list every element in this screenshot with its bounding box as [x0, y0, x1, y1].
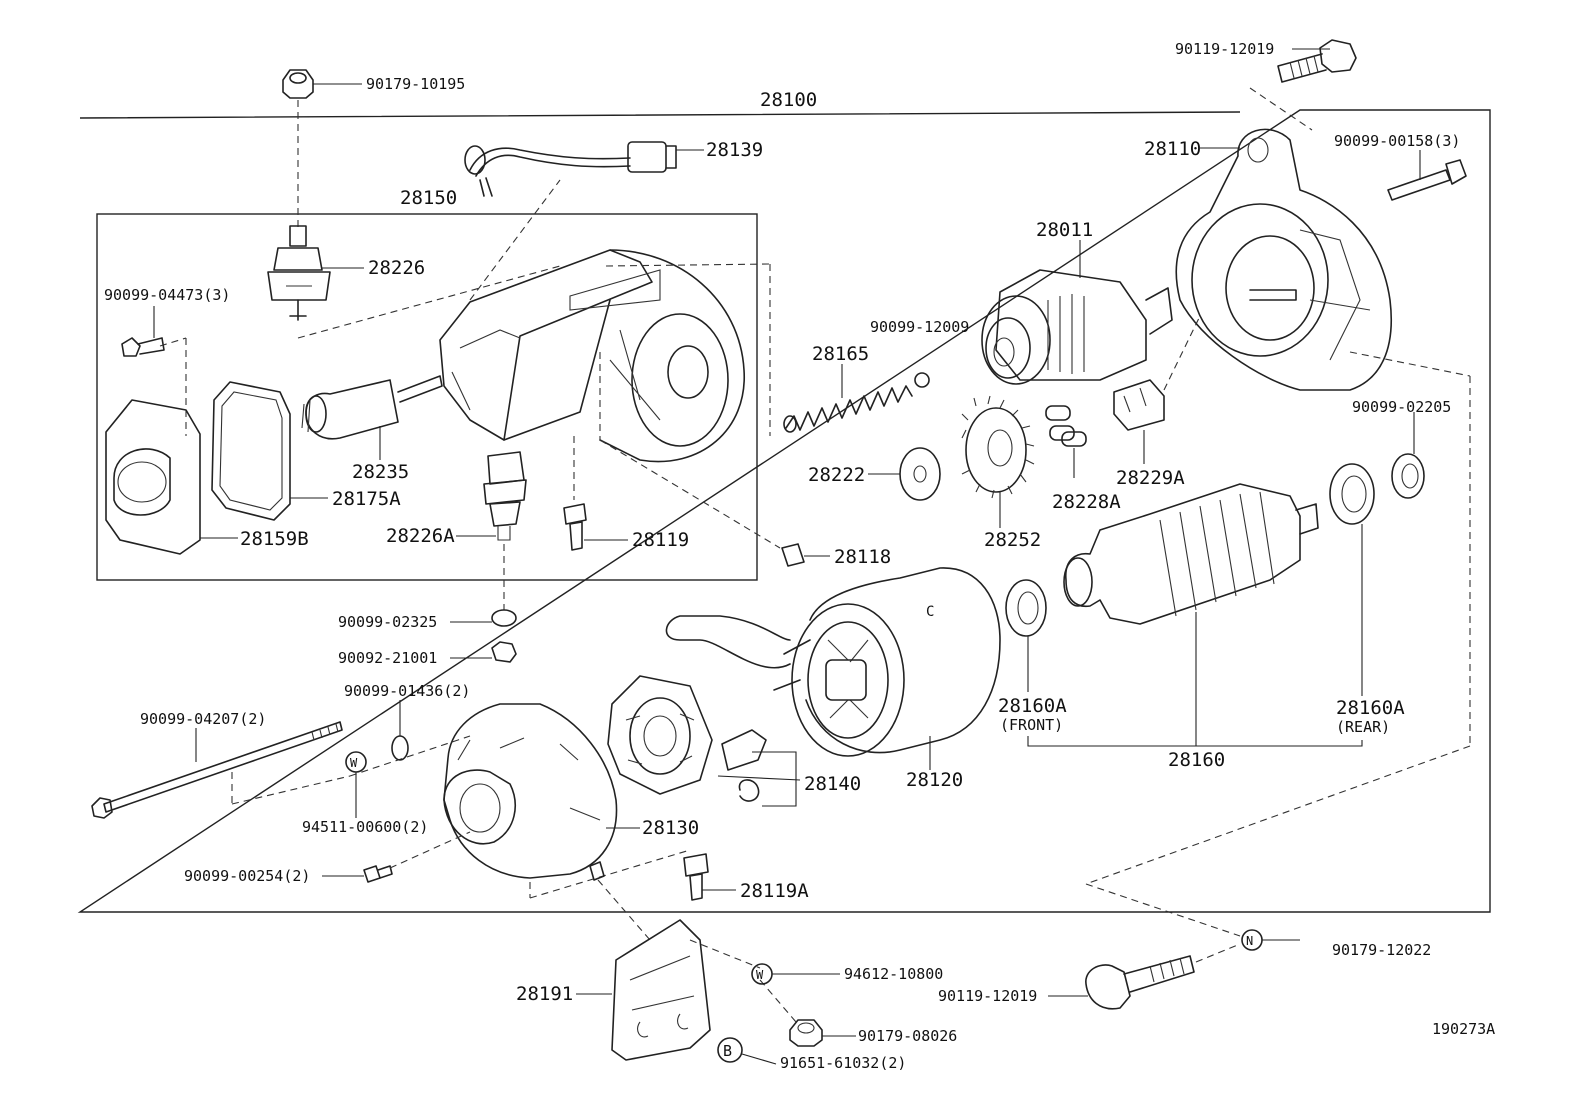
washer-90099-01436: [391, 735, 409, 761]
label-28100: 28100: [760, 89, 817, 111]
sub-assembly-box-28150: [96, 213, 758, 581]
label-28139: 28139: [706, 139, 763, 161]
label-28110: 28110: [1144, 138, 1201, 160]
through-bolt-90099-04207: [91, 721, 343, 819]
label-90179-12022: 90179-12022: [1332, 941, 1431, 959]
label-90179-08026: 90179-08026: [858, 1027, 957, 1045]
spring-28165: [783, 385, 913, 433]
label-28011: 28011: [1036, 219, 1093, 241]
label-28226: 28226: [368, 257, 425, 279]
retainer-28229A: [1113, 379, 1165, 431]
clutch-28011: [981, 269, 1173, 385]
label-28222: 28222: [808, 464, 865, 486]
bolt-90099-00158: [1387, 159, 1467, 201]
label-90179-10195: 90179-10195: [366, 75, 465, 93]
label-90099-04207: 90099-04207(2): [140, 710, 266, 728]
bolt-90119-12019-bottom: [1085, 955, 1195, 1010]
label-rear: (REAR): [1336, 718, 1390, 736]
label-28150: 28150: [400, 187, 457, 209]
label-28228A: 28228A: [1052, 491, 1121, 513]
label-28160A-front: 28160A: [998, 695, 1067, 717]
label-90119-12019-top: 90119-12019: [1175, 40, 1274, 58]
drive-housing-28110: [1175, 128, 1392, 391]
symbol-b: B: [723, 1042, 732, 1060]
label-front: (FRONT): [1000, 716, 1063, 734]
nut-90179-08026: [789, 1019, 823, 1047]
label-28120: 28120: [906, 769, 963, 791]
label-28160: 28160: [1168, 749, 1225, 771]
label-94612-10800: 94612-10800: [844, 965, 943, 983]
label-28119A: 28119A: [740, 880, 809, 902]
label-90099-00158: 90099-00158(3): [1334, 132, 1460, 150]
bracket-28191: [611, 919, 711, 1061]
bearing-rear-28160A: [1329, 463, 1375, 525]
label-28191: 28191: [516, 983, 573, 1005]
label-94511-00600: 94511-00600(2): [302, 818, 428, 836]
label-28159B: 28159B: [240, 528, 309, 550]
plunger-28235: [301, 375, 443, 440]
nut-90092-21001: [491, 641, 517, 663]
lead-wire-28139: [464, 141, 677, 197]
cover-28159B: [105, 399, 201, 555]
terminal-28226: [267, 225, 331, 321]
bracket-28160: [1027, 736, 1363, 747]
label-28119: 28119: [632, 529, 689, 551]
label-28235: 28235: [352, 461, 409, 483]
label-28252: 28252: [984, 529, 1041, 551]
label-28175A: 28175A: [332, 488, 401, 510]
label-28130: 28130: [642, 817, 699, 839]
screw-28119A: [683, 853, 709, 901]
reference-code: 190273A: [1432, 1020, 1495, 1038]
label-28140: 28140: [804, 773, 861, 795]
label-90119-12019-bottom: 90119-12019: [938, 987, 1037, 1005]
label-28229A: 28229A: [1116, 467, 1185, 489]
yoke-28120: [665, 567, 1001, 757]
label-90092-21001: 90092-21001: [338, 649, 437, 667]
armature-28160: [1063, 483, 1319, 625]
label-90099-02205: 90099-02205: [1352, 398, 1451, 416]
assembly-box-28100: [77, 109, 1491, 913]
oil-seal-90099-02205: [1391, 453, 1425, 499]
solenoid-housing: [439, 249, 745, 463]
bearing-front-28160A: [1005, 579, 1047, 637]
retainer-28118: [781, 543, 805, 567]
idler-gear-28252: [961, 395, 1035, 499]
screw-28119: [563, 503, 587, 551]
end-frame-28130: [443, 703, 618, 879]
symbol-w-2: W: [756, 968, 764, 982]
bolt-90119-12019-top: [1277, 39, 1357, 83]
label-90099-02325: 90099-02325: [338, 613, 437, 631]
screw-90099-00254: [363, 865, 393, 883]
symbol-n: N: [1246, 934, 1253, 948]
bolt-symbol-91651-61032: [717, 1037, 743, 1063]
label-28226A: 28226A: [386, 525, 455, 547]
terminal-28226A: [483, 451, 527, 541]
bolt-90099-04473: [121, 337, 165, 357]
washer-90099-02325: [491, 609, 517, 627]
label-90099-01436: 90099-01436(2): [344, 682, 470, 700]
symbol-w-1: W: [350, 756, 358, 770]
label-91651-61032: 91651-61032(2): [780, 1054, 906, 1072]
washer-28222: [899, 447, 941, 501]
gasket-28175A: [211, 381, 291, 521]
label-90099-00254: 90099-00254(2): [184, 867, 310, 885]
brush-holder-28140: [607, 675, 767, 802]
label-28165: 28165: [812, 343, 869, 365]
label-28160A-rear: 28160A: [1336, 697, 1405, 719]
rollers-28228A: [1045, 405, 1087, 447]
label-90099-12009: 90099-12009: [870, 318, 969, 336]
symbol-c: C: [926, 604, 934, 620]
nut-90179-10195: [282, 69, 314, 99]
ball-90099-12009: [914, 372, 930, 388]
label-28118: 28118: [834, 546, 891, 568]
label-90099-04473: 90099-04473(3): [104, 286, 230, 304]
